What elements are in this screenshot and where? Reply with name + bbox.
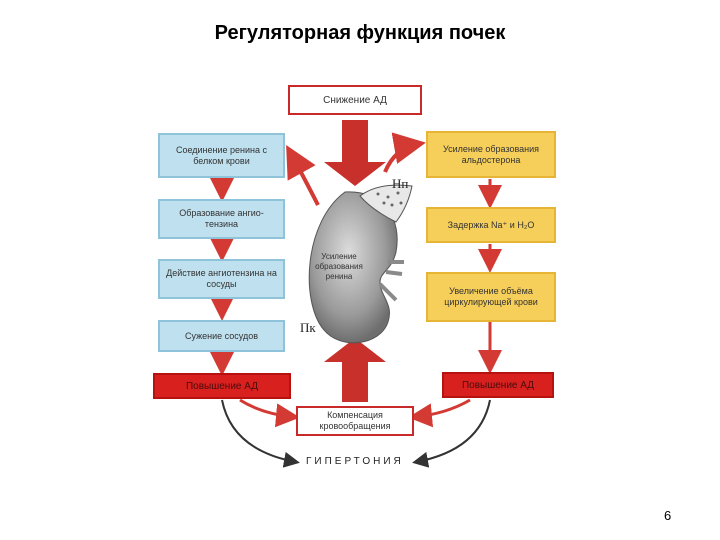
central-down-arrow — [324, 120, 386, 186]
label-np: Нп — [392, 176, 409, 191]
adrenal-gland-illustration — [359, 184, 413, 223]
hypertension-arc-left — [221, 399, 300, 468]
bottom-box-compensation: Компенсация кровообращения — [296, 406, 414, 436]
kidney-label: Усиление образования ренина — [315, 252, 363, 281]
right-box-blood-volume: Увеличение объёма циркулирующей крови — [426, 272, 556, 322]
hypertension-arc-right — [412, 399, 491, 468]
left-box-vasoconstriction: Сужение сосудов — [158, 320, 285, 352]
converge-arrow-right — [408, 398, 471, 428]
left-box-angiotensin-formation: Образование ангио-тензина — [158, 199, 285, 239]
page-number: 6 — [664, 508, 672, 523]
curve-arrow-right — [383, 132, 426, 173]
right-box-bp-increase: Повышение АД — [442, 372, 554, 398]
adrenal-dots — [376, 191, 403, 207]
kidney-illustration — [308, 191, 398, 344]
right-box-na-water-retention: Задержка Na⁺ и H₂O — [426, 207, 556, 243]
slide-title: Регуляторная функция почек — [214, 22, 506, 44]
left-box-bp-increase: Повышение АД — [153, 373, 291, 399]
right-box-aldosterone: Усиление образования альдостерона — [426, 131, 556, 178]
central-up-arrow — [324, 338, 386, 402]
top-box-bp-decrease: Снижение АД — [288, 85, 422, 115]
converge-arrow-left — [239, 398, 300, 428]
left-box-angiotensin-action: Действие ангиотензина на сосуды — [158, 259, 285, 299]
hypertension-label: ГИПЕРТОНИЯ — [306, 456, 404, 467]
left-box-renin-binding: Соединение ренина с белком крови — [158, 133, 285, 178]
curve-arrow-left — [286, 145, 320, 206]
label-pk: Пк — [300, 320, 316, 335]
renal-vessels — [378, 260, 404, 302]
